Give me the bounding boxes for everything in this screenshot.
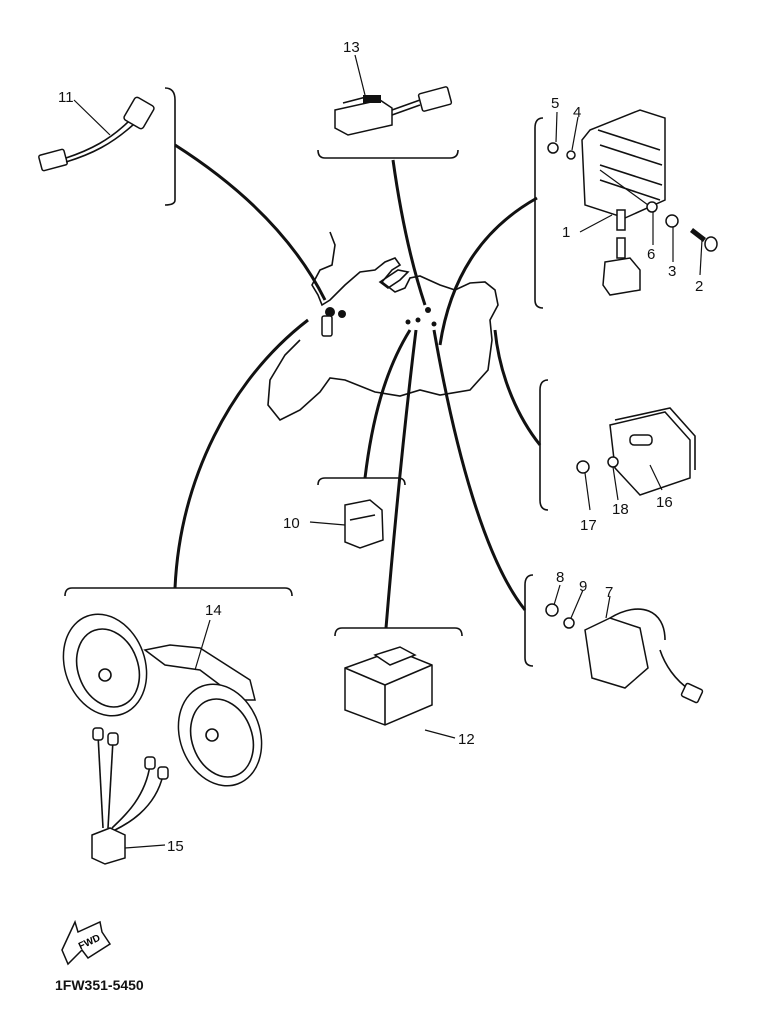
callout-8: 8 <box>556 569 564 586</box>
part-10-switch <box>309 499 384 549</box>
callout-6: 6 <box>647 246 655 263</box>
callout-11: 11 <box>58 89 74 106</box>
callout-2: 2 <box>695 278 703 295</box>
part-14-horns <box>62 613 263 787</box>
part-15-harness <box>91 727 169 865</box>
brackets <box>64 87 549 667</box>
callout-1: 1 <box>562 224 570 241</box>
callout-10: 10 <box>283 515 300 532</box>
fwd-direction-arrow-icon: FWD <box>61 919 112 966</box>
part-11-wire-connector <box>38 96 155 172</box>
part-12-flasher <box>344 646 456 739</box>
part-13-relay <box>334 54 453 136</box>
callout-5: 5 <box>551 95 559 112</box>
callout-16: 16 <box>656 494 673 511</box>
callout-15: 15 <box>167 838 184 855</box>
callout-18: 18 <box>612 501 629 518</box>
part-16-module <box>576 407 696 511</box>
hardware-2-6 <box>547 111 718 276</box>
part-number-code: 1FW351-5450 <box>55 977 144 993</box>
callout-labels: 1 2 3 4 5 6 7 8 9 10 11 12 13 14 15 16 1… <box>58 39 703 855</box>
callout-12: 12 <box>458 731 475 748</box>
part-1-regulator <box>579 109 666 296</box>
callout-13: 13 <box>343 39 360 56</box>
callout-4: 4 <box>573 104 581 121</box>
callout-17: 17 <box>580 517 597 534</box>
callout-9: 9 <box>579 578 587 595</box>
callout-7: 7 <box>605 584 613 601</box>
leader-lines <box>173 143 542 629</box>
callout-14: 14 <box>205 602 222 619</box>
callout-3: 3 <box>668 263 676 280</box>
part-7-relay <box>545 584 704 704</box>
